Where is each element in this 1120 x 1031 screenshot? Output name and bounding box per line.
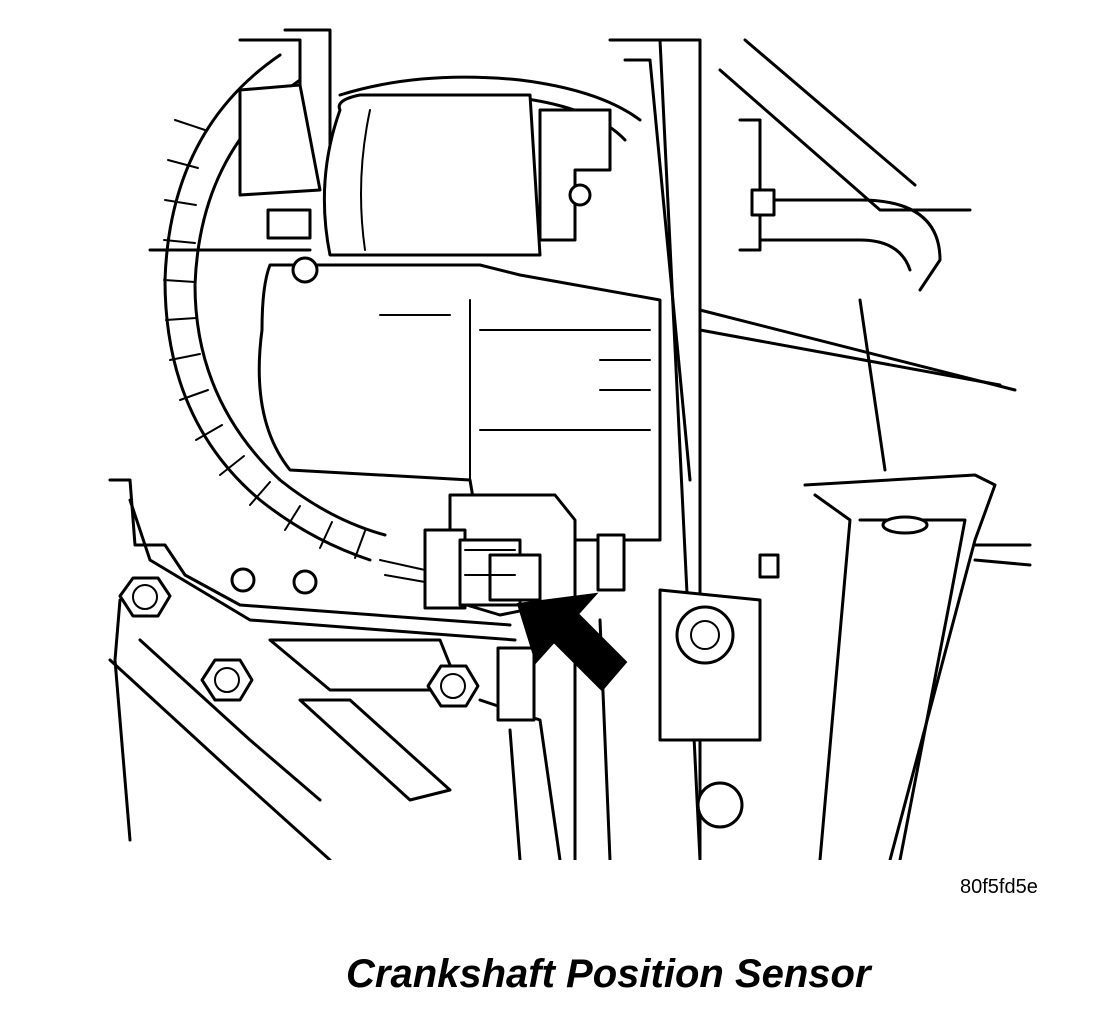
starter-solenoid — [238, 83, 612, 257]
crankshaft-position-sensor — [379, 493, 577, 617]
figure-reference-code: 80f5fd5e — [960, 876, 1038, 898]
bolt-lower — [496, 646, 536, 722]
bracket-boss — [658, 588, 762, 742]
engine-line-drawing — [108, 28, 1032, 860]
bolt-left — [118, 576, 172, 618]
mounting-bracket — [608, 38, 776, 860]
lower-right-bracket — [758, 473, 1032, 860]
bolt-center-right — [426, 664, 480, 708]
bolt-center-left — [200, 658, 254, 702]
bolt-bracket-upper — [596, 533, 626, 592]
upper-bracket-lines — [148, 28, 1017, 860]
callout-arrow — [516, 592, 628, 692]
figure-caption: Crankshaft Position Sensor — [346, 952, 871, 996]
transmission-housing — [108, 478, 744, 860]
